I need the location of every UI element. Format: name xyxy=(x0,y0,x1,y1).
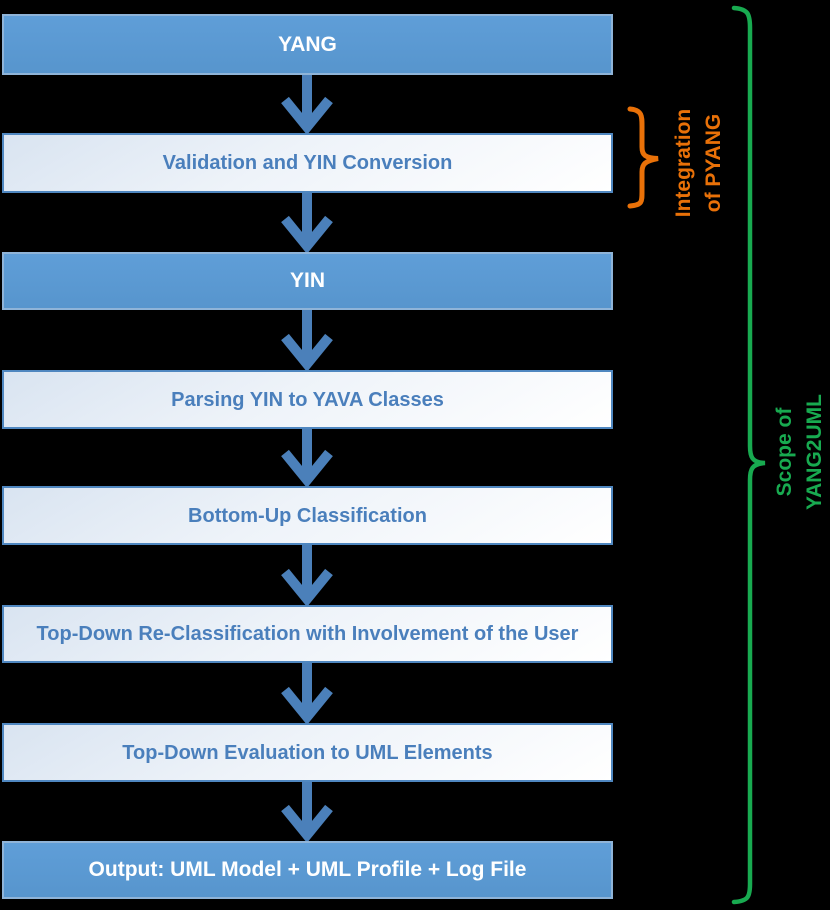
arrow-down-icon xyxy=(281,193,333,252)
arrow-down-icon xyxy=(281,545,333,605)
scope-annotation-line2: YANG2UML xyxy=(803,394,826,510)
scope-annotation: Scope of YANG2UML xyxy=(770,394,830,510)
flow-box-label: YANG xyxy=(278,32,337,56)
arrow-down-icon xyxy=(281,75,333,133)
flow-box-top-down-eval: Top-Down Evaluation to UML Elements xyxy=(2,723,613,782)
pyang-brace-icon xyxy=(627,106,659,209)
arrow-down-icon xyxy=(281,782,333,841)
flow-box-yin: YIN xyxy=(2,252,613,310)
flow-box-label: Parsing YIN to YAVA Classes xyxy=(171,388,444,411)
pyang-annotation-line1: Integration xyxy=(672,108,695,218)
flow-box-label: Top-Down Re-Classification with Involvem… xyxy=(36,623,579,645)
flow-box-parsing: Parsing YIN to YAVA Classes xyxy=(2,370,613,429)
flow-box-label: Output: UML Model + UML Profile + Log Fi… xyxy=(88,858,527,882)
flow-box-label: Validation and YIN Conversion xyxy=(162,152,453,174)
pyang-annotation-line2: of PYANG xyxy=(702,113,725,213)
flow-box-label: Bottom-Up Classification xyxy=(188,504,427,527)
flow-box-top-down-reclass: Top-Down Re-Classification with Involvem… xyxy=(2,605,613,663)
arrow-down-icon xyxy=(281,429,333,486)
scope-brace-icon xyxy=(731,5,766,905)
arrow-down-icon xyxy=(281,310,333,370)
flow-box-label: YIN xyxy=(289,269,325,293)
pyang-annotation: Integration of PYANG xyxy=(669,109,729,218)
arrow-down-icon xyxy=(281,663,333,723)
scope-annotation-line1: Scope of xyxy=(773,407,796,497)
flow-box-bottom-up: Bottom-Up Classification xyxy=(2,486,613,545)
flow-box-yang: YANG xyxy=(2,14,613,75)
flow-box-validation: Validation and YIN Conversion xyxy=(2,133,613,193)
flow-box-output: Output: UML Model + UML Profile + Log Fi… xyxy=(2,841,613,899)
flow-box-label: Top-Down Evaluation to UML Elements xyxy=(122,741,493,764)
